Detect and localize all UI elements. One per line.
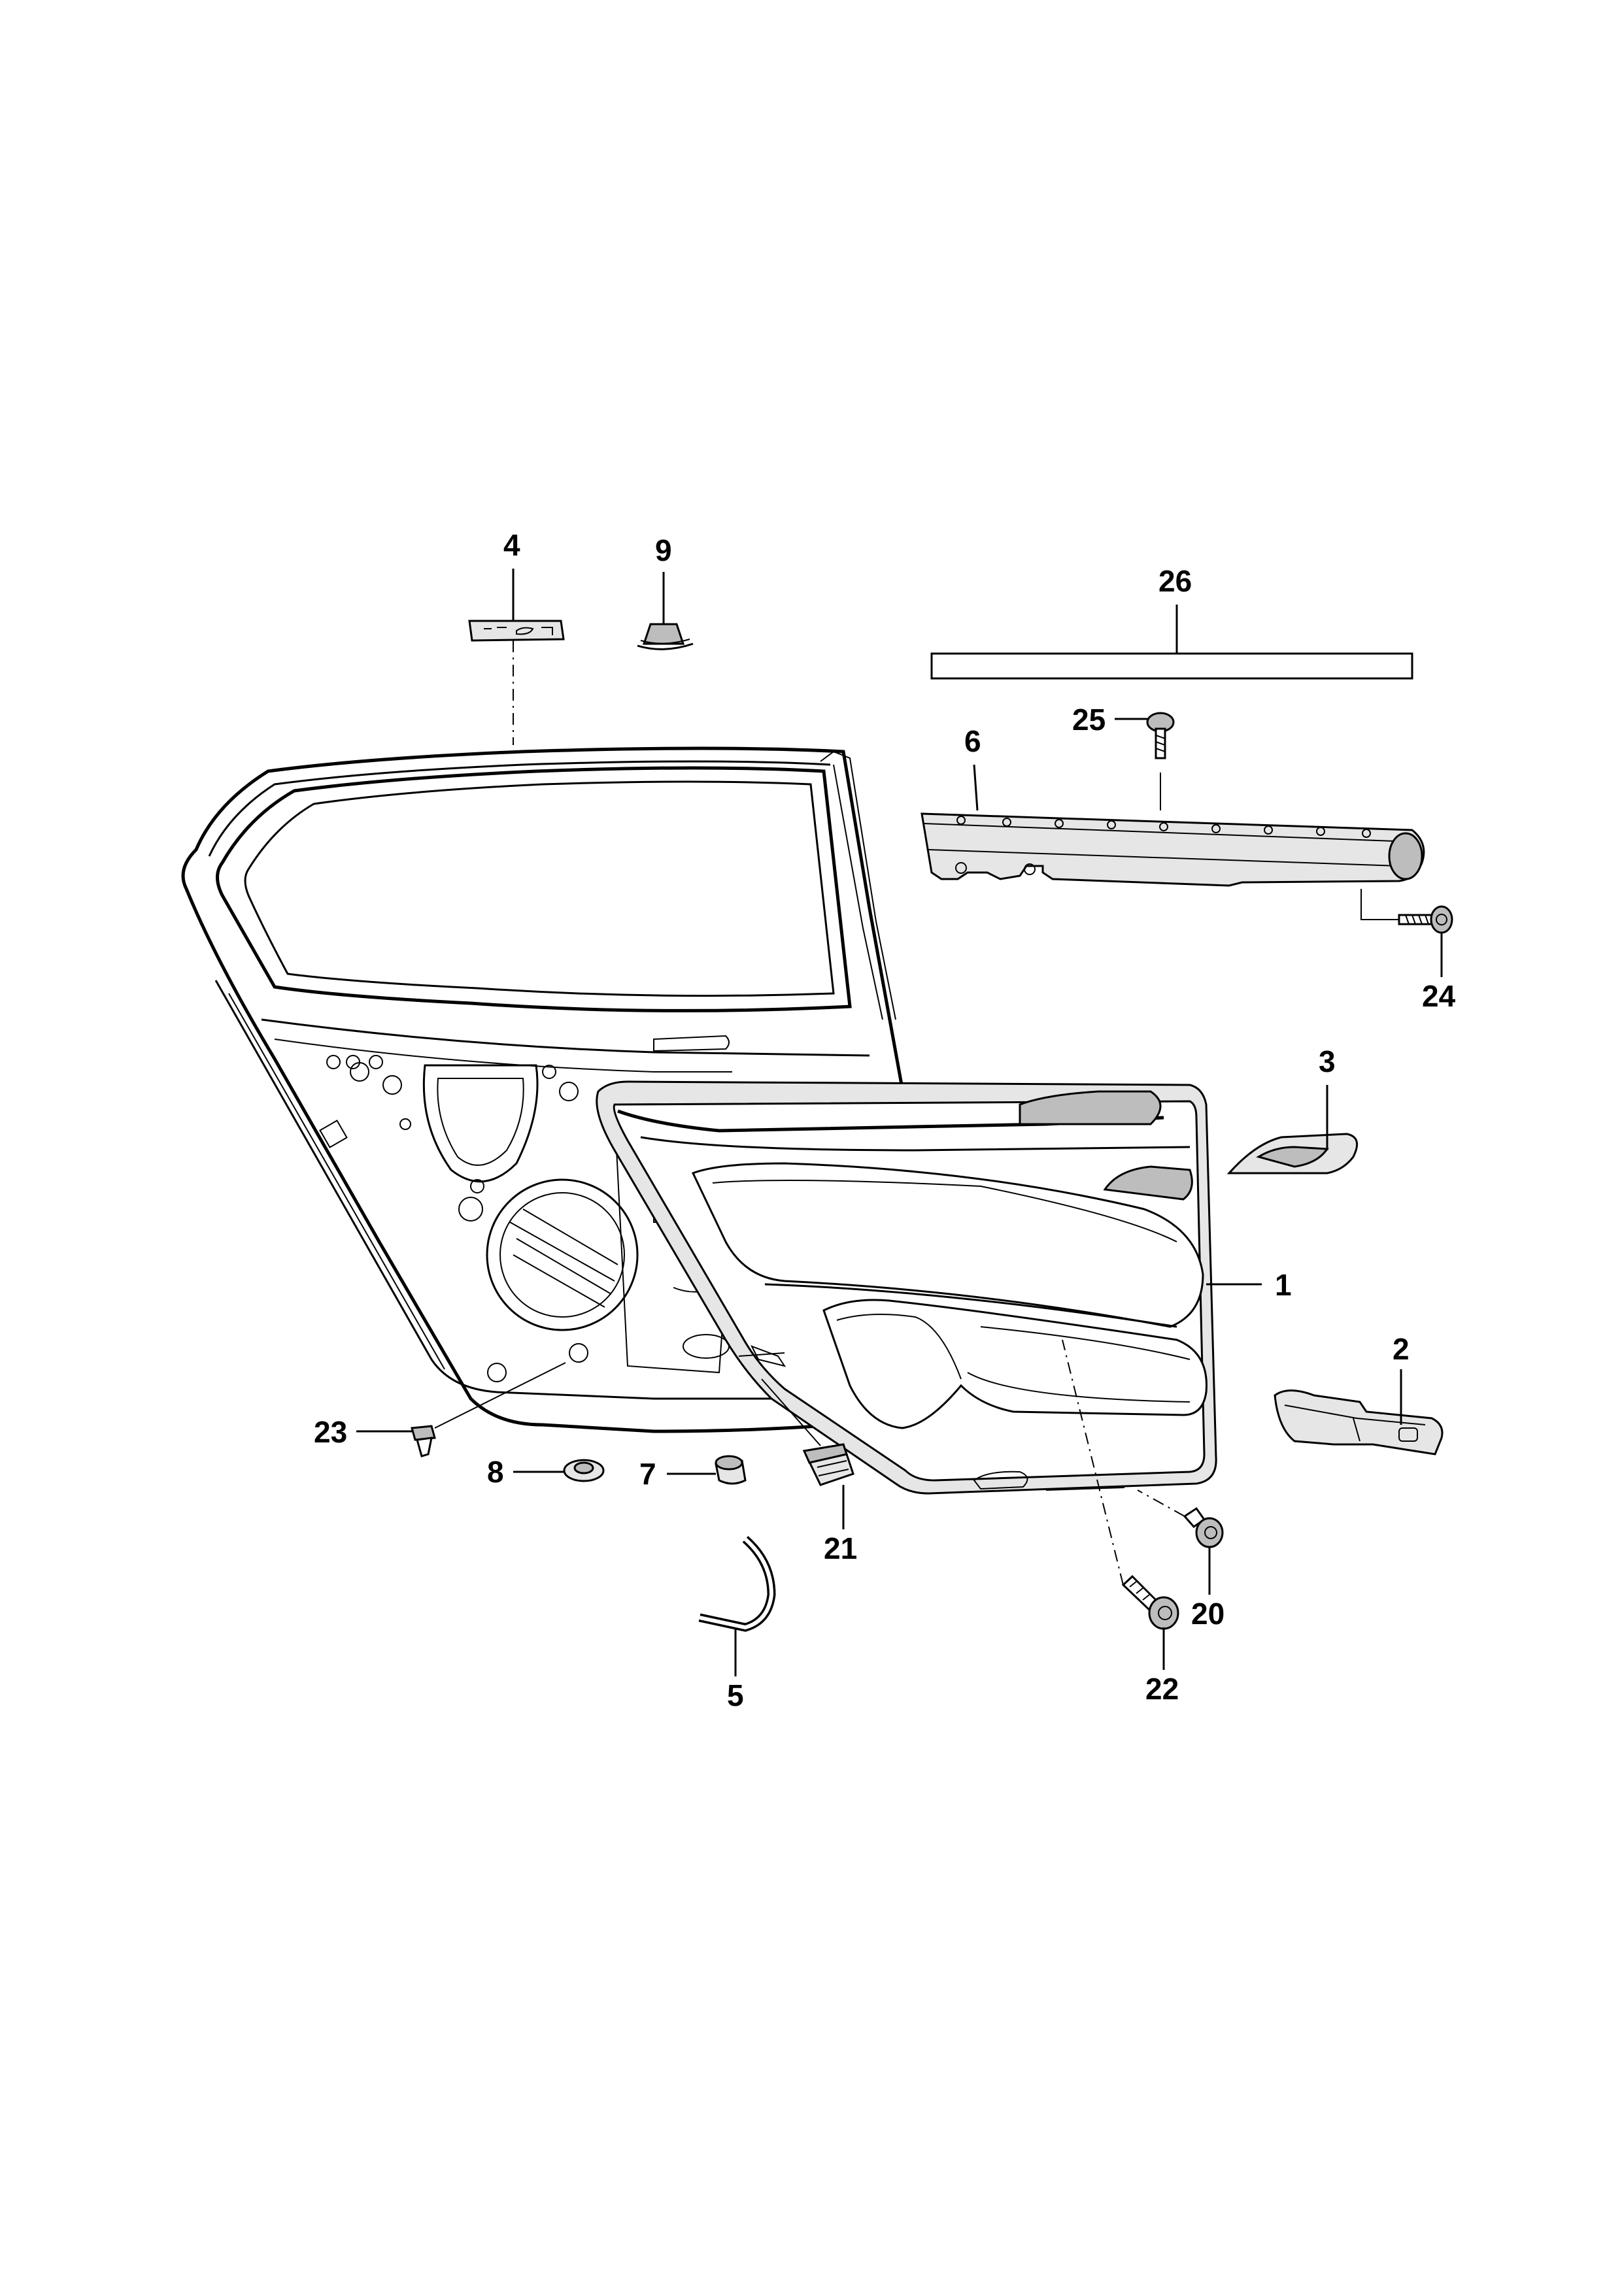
callout-3: 3 [1319, 1044, 1336, 1078]
part-23-clip [411, 1425, 436, 1457]
part-20-screw [1183, 1506, 1224, 1548]
part-3-handle-cover [1226, 1133, 1359, 1174]
callout-5: 5 [727, 1678, 744, 1712]
part-4-plate [468, 620, 565, 642]
callout-9: 9 [655, 533, 672, 567]
callout-21: 21 [824, 1531, 857, 1565]
callout-26: 26 [1158, 564, 1192, 598]
door-shell [181, 746, 911, 1433]
part-2-switch-trim [1274, 1389, 1444, 1456]
callout-8: 8 [487, 1455, 504, 1489]
callout-1: 1 [1275, 1268, 1292, 1302]
part-21-clip [802, 1443, 854, 1486]
part-7-plug [715, 1455, 747, 1485]
callout-2: 2 [1393, 1332, 1410, 1366]
part-6-window-channel [921, 812, 1425, 887]
part-24-screw [1398, 905, 1453, 934]
callout-7: 7 [639, 1457, 656, 1491]
callout-23: 23 [314, 1415, 347, 1449]
callout-6: 6 [964, 724, 981, 758]
callout-24: 24 [1422, 979, 1456, 1013]
callout-25: 25 [1072, 703, 1106, 737]
part-26-sealing-strip [930, 652, 1413, 680]
leader-lines [356, 569, 1443, 1676]
part-5-cable [698, 1536, 776, 1632]
callout-22: 22 [1145, 1672, 1179, 1706]
door-trim-panel [596, 1080, 1217, 1495]
part-25-screw [1146, 712, 1175, 759]
callout-4: 4 [503, 528, 520, 562]
callout-labels: 1 2 3 4 5 6 7 8 9 20 21 22 23 24 25 26 [314, 528, 1456, 1712]
part-9-clip [637, 623, 694, 650]
part-6-holes [955, 816, 1371, 875]
part-8-grommet [563, 1459, 605, 1482]
callout-20: 20 [1191, 1597, 1225, 1631]
part-22-screw [1121, 1574, 1179, 1630]
